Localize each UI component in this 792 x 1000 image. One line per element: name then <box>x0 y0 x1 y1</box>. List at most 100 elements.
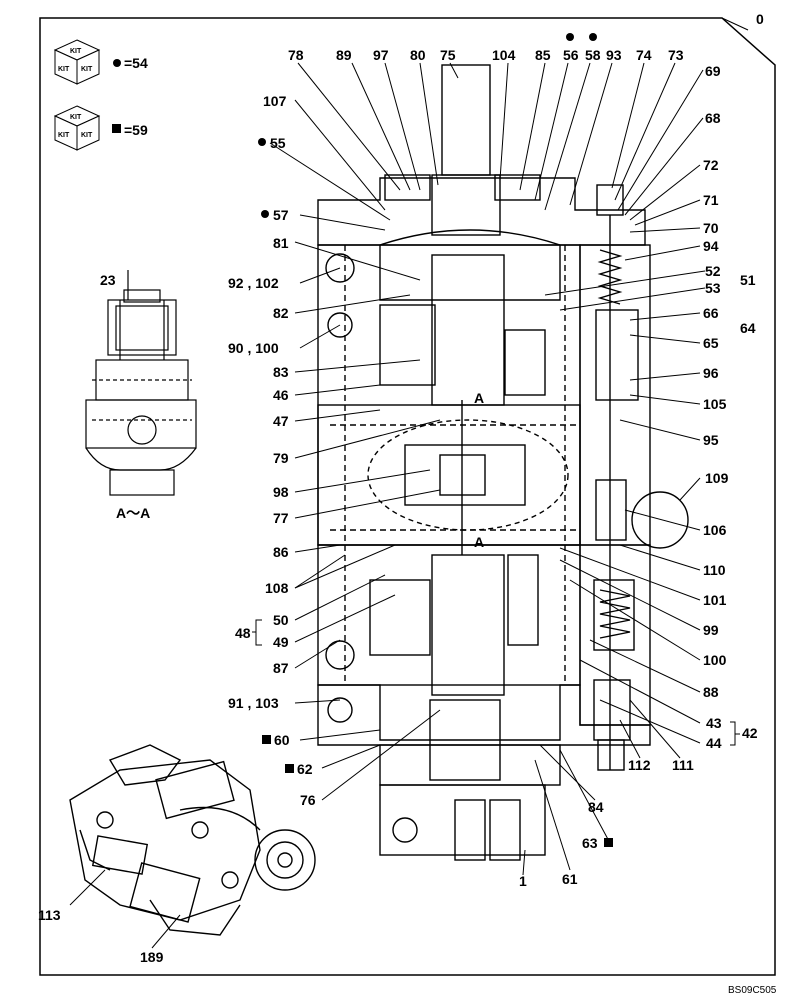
legend-2-equals: =59 <box>124 122 148 138</box>
callout-108: 108 <box>265 580 289 596</box>
callout-96: 96 <box>703 365 719 381</box>
callout-56: 56 <box>563 47 579 63</box>
callout-49: 49 <box>273 634 289 650</box>
callout-48: 48 <box>235 625 251 641</box>
callout-111: 111 <box>672 757 694 773</box>
bullet-icon <box>258 138 266 146</box>
svg-text:KIT: KIT <box>70 48 82 55</box>
callout-189: 189 <box>140 949 164 965</box>
svg-text:KIT: KIT <box>81 66 93 73</box>
callout-95: 95 <box>703 432 719 448</box>
svg-text:KIT: KIT <box>58 132 70 139</box>
pump-assembly-drawing <box>317 64 689 861</box>
callout-61: 61 <box>562 871 578 887</box>
callout-labels: 78 89 97 80 75 104 85 56 58 93 74 73 69 … <box>38 33 758 965</box>
pump-3d-illustration <box>69 744 316 936</box>
callout-62: 62 <box>297 761 313 777</box>
callout-110: 110 <box>703 562 726 578</box>
kit-legend-2: KIT KIT KIT =59 <box>53 105 148 151</box>
callout-73: 73 <box>668 47 684 63</box>
callout-71: 71 <box>703 192 719 208</box>
bullet-icon <box>566 33 574 41</box>
callout-44: 44 <box>706 735 722 751</box>
legend-1-equals: =54 <box>124 55 148 71</box>
page-number-leader <box>721 17 749 31</box>
callout-53: 53 <box>705 280 721 296</box>
square-icon <box>285 764 294 773</box>
callout-88: 88 <box>703 684 719 700</box>
callout-106: 106 <box>703 522 727 538</box>
callout-84: 84 <box>588 799 604 815</box>
callout-93: 93 <box>606 47 622 63</box>
kit-legend-1: KIT KIT KIT =54 <box>53 39 148 85</box>
callout-89: 89 <box>336 47 352 63</box>
page-border <box>39 17 776 976</box>
callout-50: 50 <box>273 612 289 628</box>
callout-63: 63 <box>582 835 598 851</box>
callout-90-100: 90 , 100 <box>228 340 279 356</box>
section-caption: A～A <box>116 505 150 521</box>
callout-70: 70 <box>703 220 719 236</box>
square-icon <box>262 735 271 744</box>
callout-105: 105 <box>703 396 727 412</box>
callout-72: 72 <box>703 157 719 173</box>
bullet-icon <box>261 210 269 218</box>
callout-97: 97 <box>373 47 389 63</box>
callout-85: 85 <box>535 47 551 63</box>
callout-98: 98 <box>273 484 289 500</box>
callout-81: 81 <box>273 235 289 251</box>
callout-80: 80 <box>410 47 426 63</box>
section-marker-upper: A <box>474 390 484 406</box>
leader-lines <box>69 62 740 949</box>
callout-57: 57 <box>273 207 289 223</box>
bullet-icon <box>589 33 597 41</box>
kit-cube-icon: KIT KIT KIT <box>53 105 101 151</box>
callout-94: 94 <box>703 238 719 254</box>
callout-112: 112 <box>628 757 651 773</box>
callout-92-102: 92 , 102 <box>228 275 279 291</box>
callout-87: 87 <box>273 660 289 676</box>
callout-43: 43 <box>706 715 722 731</box>
callout-109: 109 <box>705 470 729 486</box>
callout-64: 64 <box>740 320 756 336</box>
kit-cube-icon: KIT KIT KIT <box>53 39 101 85</box>
callout-69: 69 <box>705 63 721 79</box>
callout-42: 42 <box>742 725 758 741</box>
square-icon <box>604 838 613 847</box>
section-a-a-drawing <box>85 270 197 496</box>
callout-52: 52 <box>705 263 721 279</box>
callout-68: 68 <box>705 110 721 126</box>
callout-55: 55 <box>270 135 286 151</box>
svg-text:KIT: KIT <box>70 114 82 121</box>
callout-66: 66 <box>703 305 719 321</box>
callout-79: 79 <box>273 450 289 466</box>
callout-46: 46 <box>273 387 289 403</box>
callout-75: 75 <box>440 47 456 63</box>
page-number: 0 <box>756 11 764 27</box>
callout-78: 78 <box>288 47 304 63</box>
callout-58: 58 <box>585 47 601 63</box>
callout-47: 47 <box>273 413 289 429</box>
callout-60: 60 <box>274 732 290 748</box>
callout-100: 100 <box>703 652 727 668</box>
callout-1: 1 <box>519 873 527 889</box>
section-marker-lower: A <box>474 534 484 550</box>
callout-101: 101 <box>703 592 727 608</box>
svg-text:KIT: KIT <box>81 132 93 139</box>
square-icon <box>112 124 121 133</box>
callout-113: 113 <box>38 907 61 923</box>
callout-76: 76 <box>300 792 316 808</box>
callout-104: 104 <box>492 47 516 63</box>
svg-text:KIT: KIT <box>58 66 70 73</box>
callout-99: 99 <box>703 622 719 638</box>
callout-77: 77 <box>273 510 289 526</box>
callout-82: 82 <box>273 305 289 321</box>
callout-51: 51 <box>740 272 756 288</box>
section-part-23: 23 <box>100 272 116 288</box>
bullet-icon <box>113 59 121 67</box>
drawing-reference: BS09C505 <box>728 985 777 996</box>
callout-86: 86 <box>273 544 289 560</box>
callout-83: 83 <box>273 364 289 380</box>
callout-74: 74 <box>636 47 652 63</box>
